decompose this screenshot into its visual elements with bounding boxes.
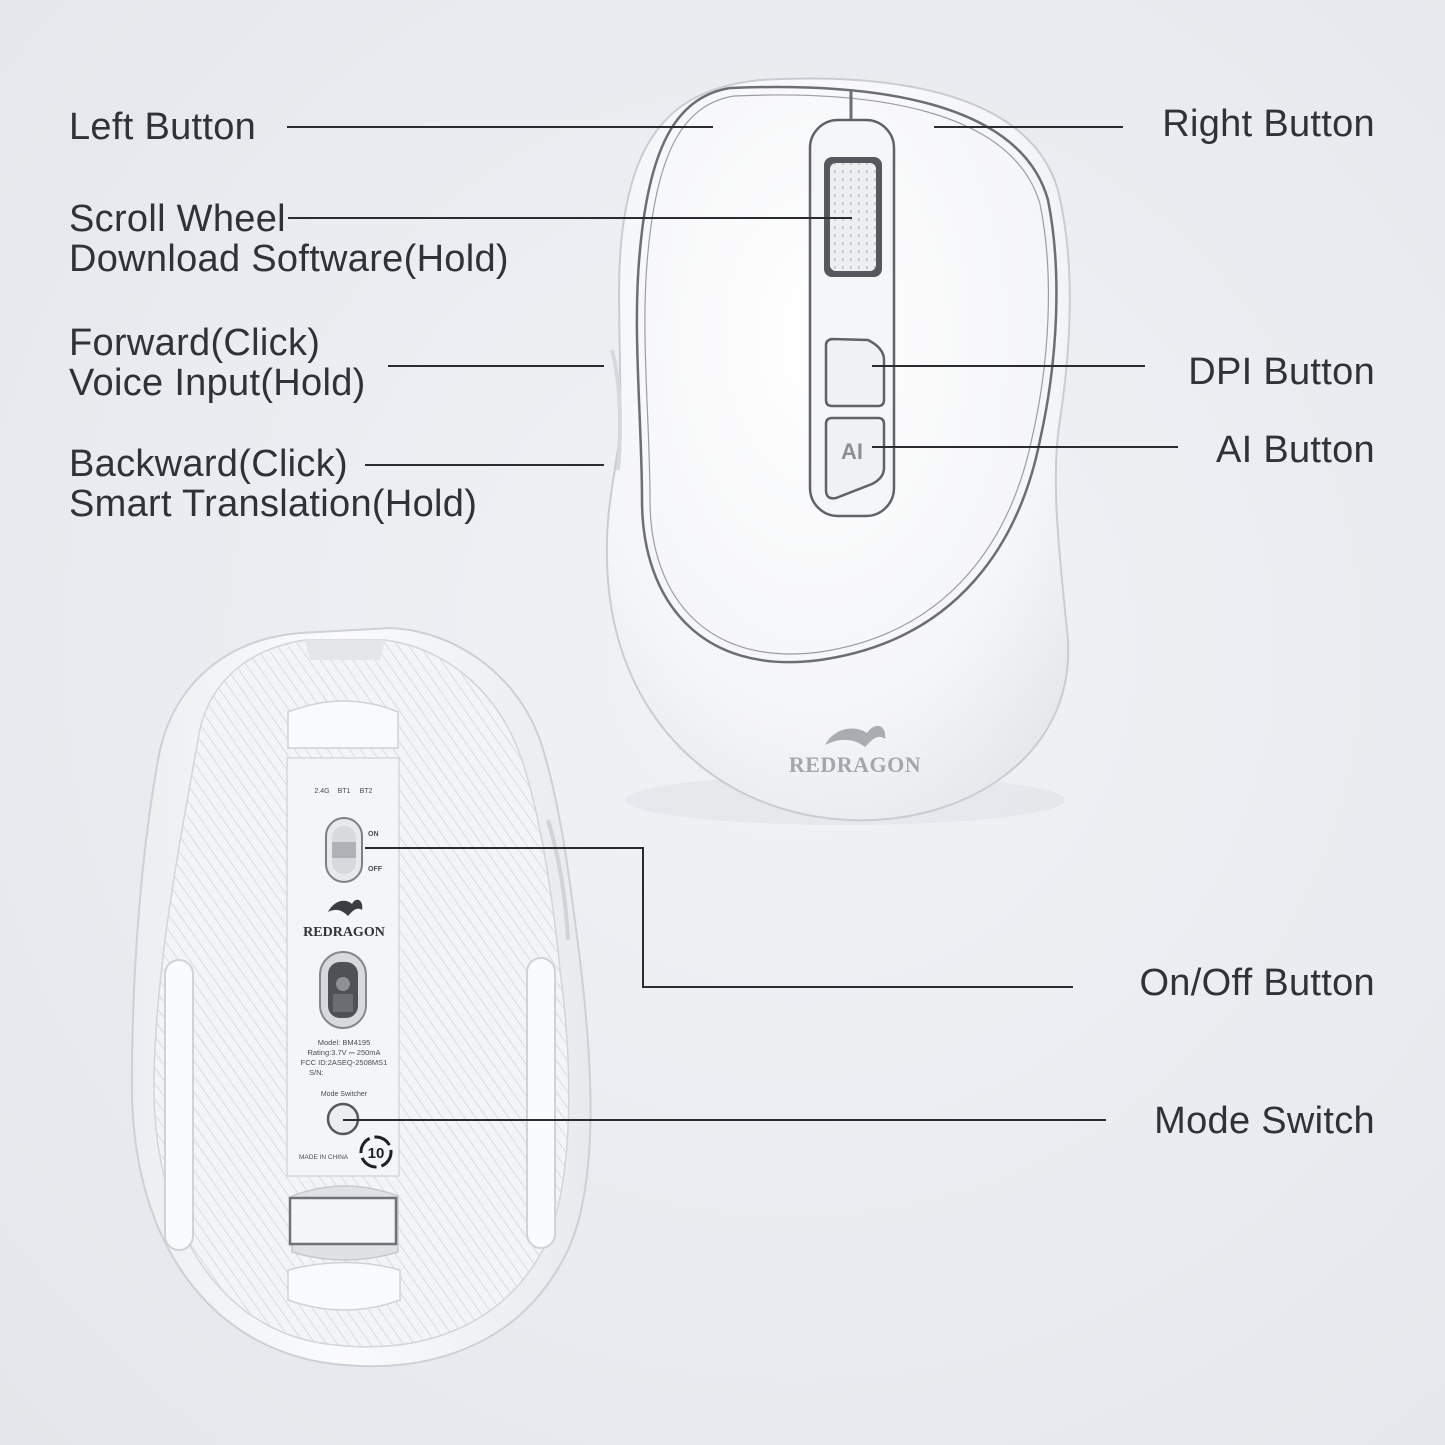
top-mouse: AI REDRAGON	[605, 77, 1071, 825]
mode-switcher-label: Mode Switcher	[321, 1091, 368, 1098]
bottom-brand-logo: REDRAGON	[303, 925, 385, 940]
spec-line-sn: S/N:	[309, 1068, 324, 1077]
top-cover-outline	[635, 85, 1058, 664]
label-on-off-button: On/Off Button	[1139, 962, 1375, 1004]
left-glide-rail	[164, 959, 194, 1251]
leader-lines	[287, 126, 1178, 1121]
optical-sensor	[319, 951, 367, 1029]
label-left-button: Left Button	[69, 106, 257, 148]
mode-label-bt2: BT2	[360, 788, 373, 795]
spec-line-fcc: FCC ID:2ASEQ-2508MS1	[301, 1058, 388, 1067]
label-dpi-button: DPI Button	[1188, 351, 1375, 393]
label-ai-button: AI Button	[1215, 429, 1375, 471]
spec-line-model: Model: BM4195	[318, 1038, 371, 1047]
top-brand-logo: REDRAGON	[789, 752, 921, 777]
switch-on-label: ON	[368, 831, 379, 838]
label-right-button: Right Button	[1162, 103, 1375, 145]
mode-label-24g: 2.4G	[314, 788, 329, 795]
spec-line-rating: Rating:3.7V ⎓ 250mA	[307, 1048, 380, 1057]
bottom-dragon-logo-icon	[328, 899, 363, 916]
recycle-badge-text: 10	[368, 1145, 385, 1162]
top-glide-pad	[287, 700, 399, 749]
made-in-label: MADE IN CHINA	[299, 1154, 349, 1161]
recycle-10-icon: 10	[359, 1135, 393, 1169]
label-download-software: Download Software(Hold)	[69, 238, 509, 280]
dpi-button[interactable]	[824, 337, 886, 408]
scroll-wheel[interactable]	[824, 157, 882, 277]
ai-button[interactable]	[824, 416, 886, 500]
switch-off-label: OFF	[368, 866, 383, 873]
right-glide-rail	[526, 957, 556, 1249]
label-voice-input: Voice Input(Hold)	[69, 362, 366, 404]
bottom-mouse: 2.4G BT1 BT2 ON OFF REDRAGON Model: BM41…	[130, 626, 592, 1368]
label-mode-switch: Mode Switch	[1154, 1100, 1375, 1142]
dragon-logo-icon	[825, 725, 886, 747]
mode-label-bt1: BT1	[338, 788, 351, 795]
label-smart-translation: Smart Translation(Hold)	[69, 483, 478, 525]
label-forward-click: Forward(Click)	[69, 322, 321, 364]
label-backward-click: Backward(Click)	[69, 443, 348, 485]
on-off-switch[interactable]	[325, 817, 363, 883]
dongle-slot	[288, 1185, 399, 1261]
ai-key-text: AI	[841, 439, 863, 464]
bottom-glide-pad	[287, 1261, 401, 1311]
label-scroll-wheel: Scroll Wheel	[69, 198, 286, 240]
leader-on-off	[365, 847, 1073, 988]
